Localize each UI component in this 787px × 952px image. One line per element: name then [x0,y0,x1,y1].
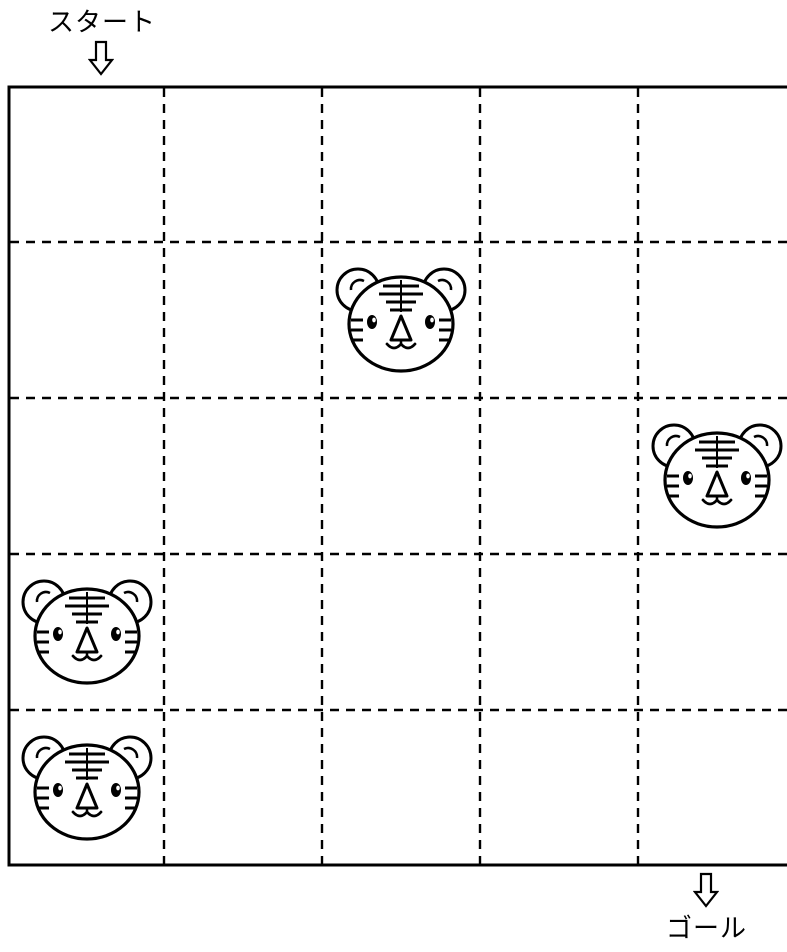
tiger-face-icon [337,269,465,371]
tiger-face-icon [23,737,151,839]
tiger-face-icon [23,581,151,683]
grid-vertical-lines [164,88,638,864]
tiger-face-icon [653,425,781,527]
goal-label: ゴール [666,914,747,944]
goal-arrow-icon [693,872,719,908]
